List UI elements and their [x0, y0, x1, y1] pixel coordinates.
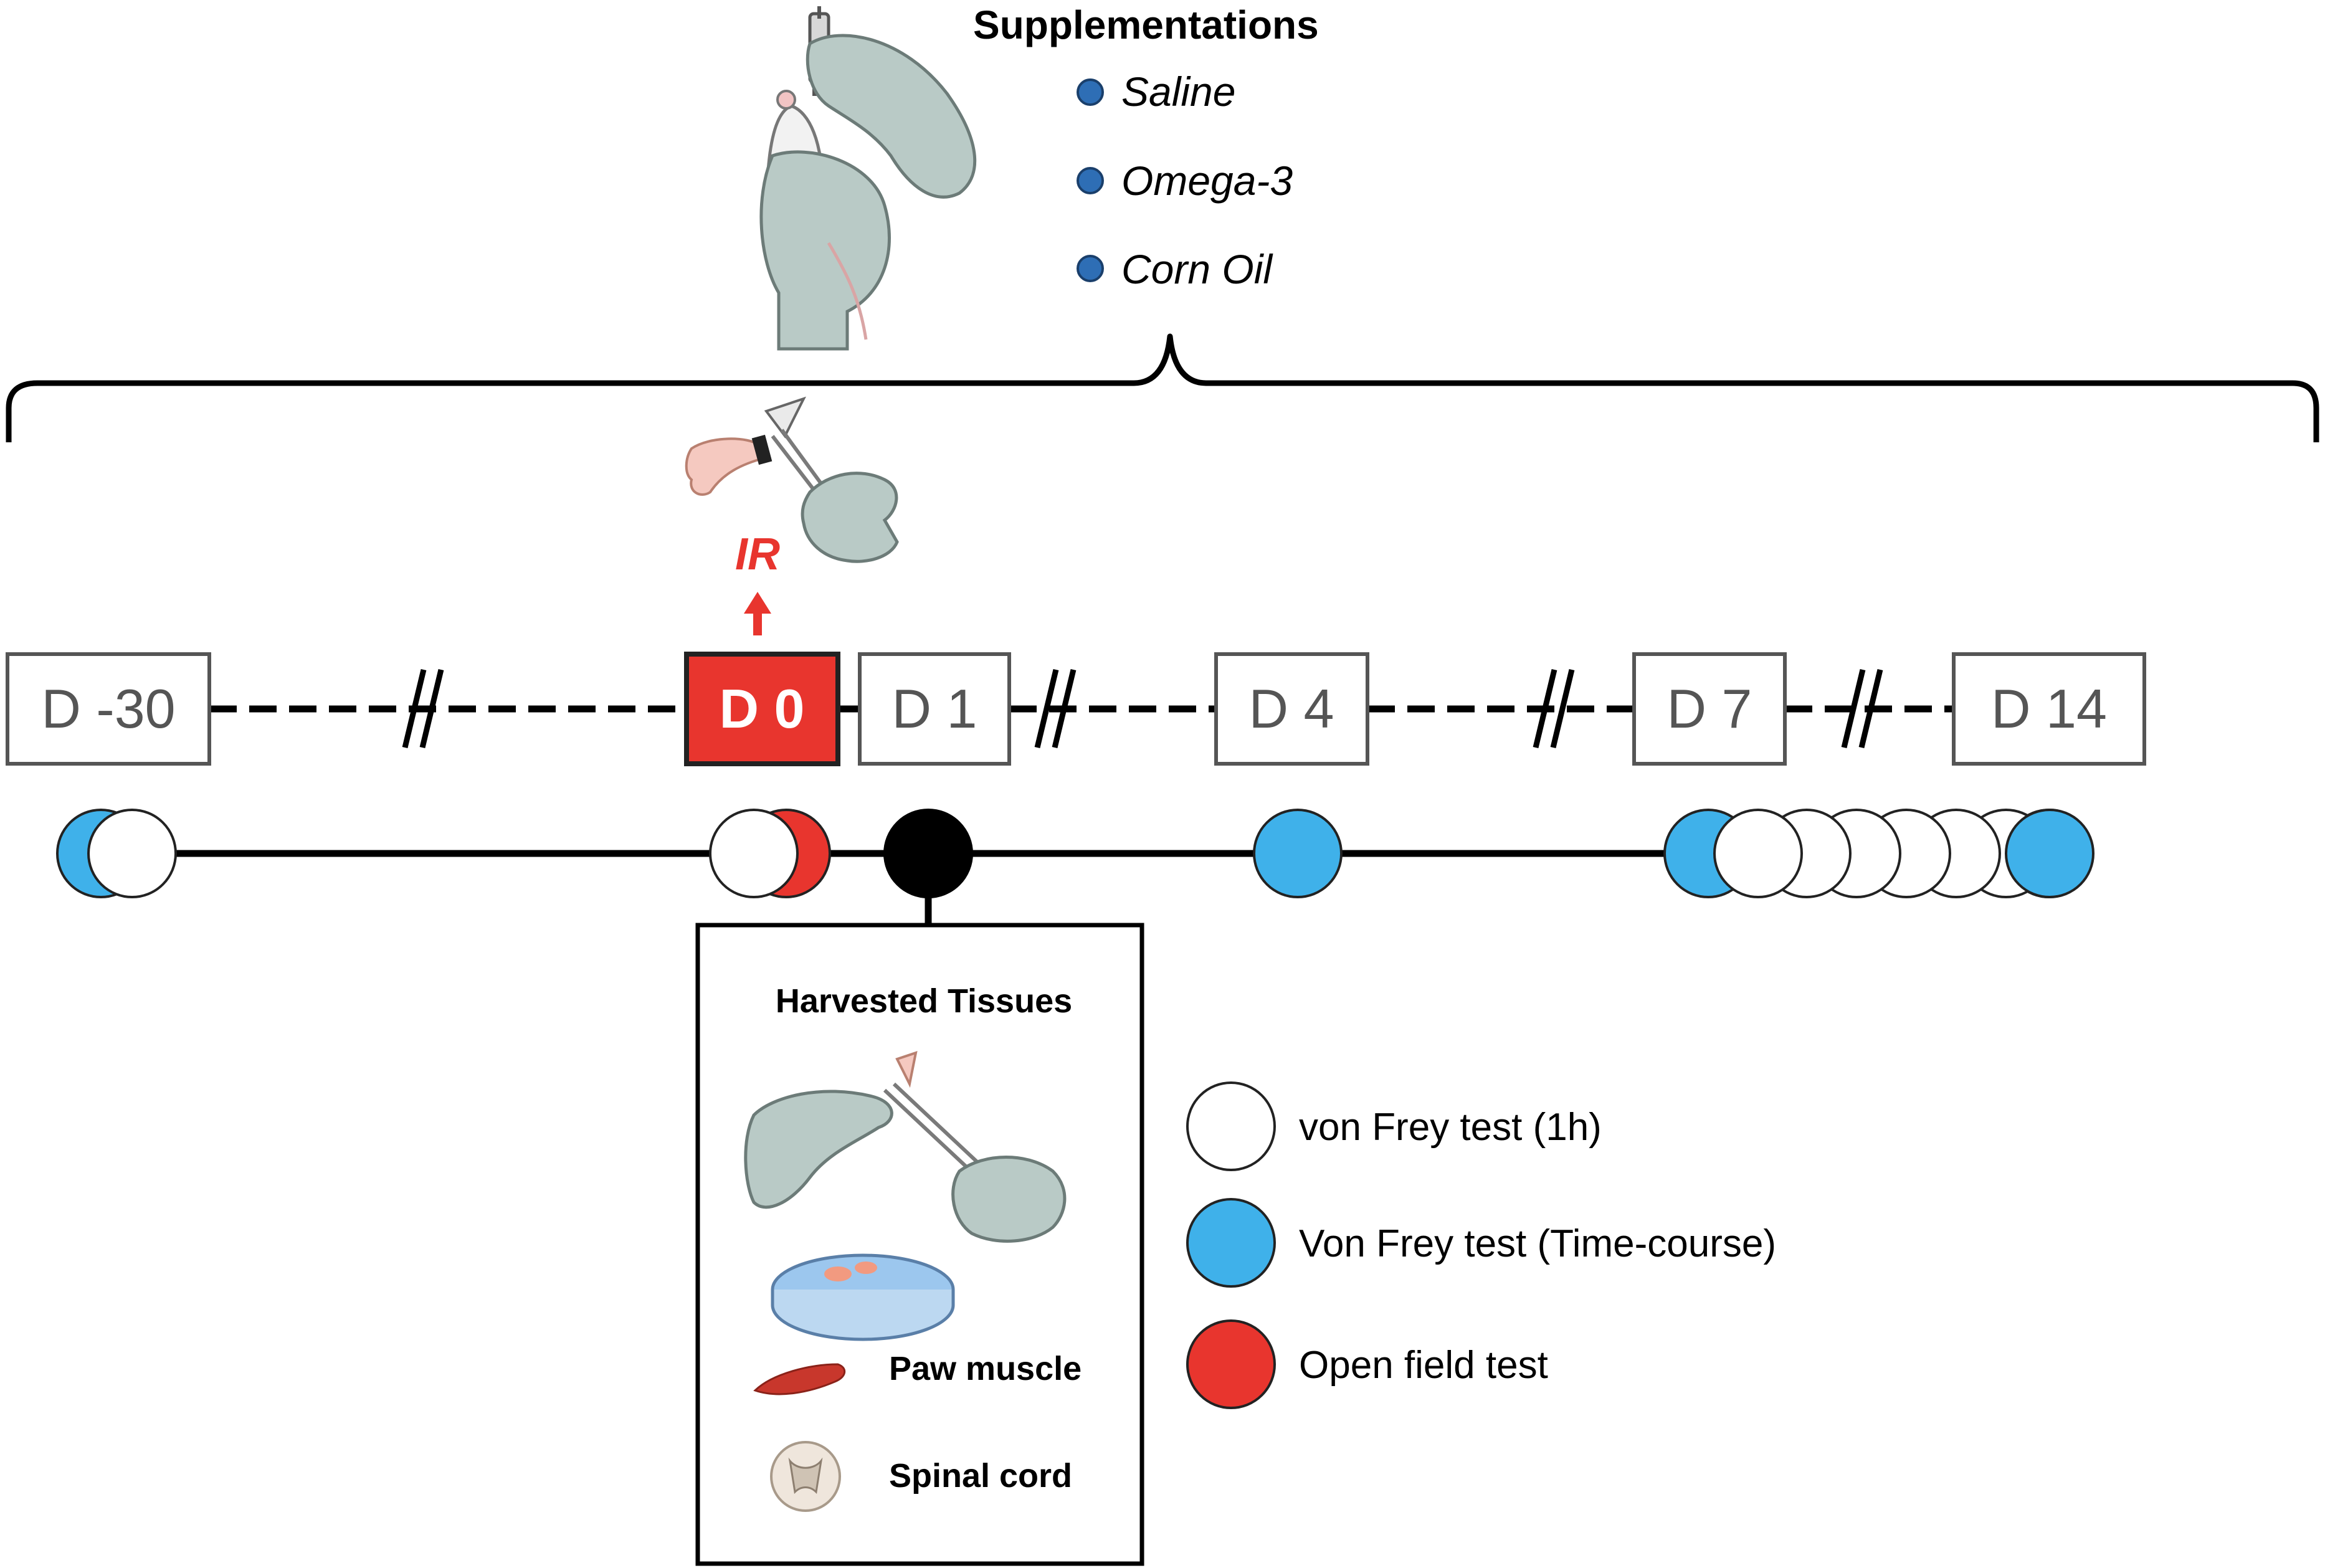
day-label: D 1	[892, 678, 977, 739]
supplementation-list: Saline Omega-3 Corn Oil	[1077, 69, 1293, 292]
day-label: D 0	[720, 678, 805, 739]
legend-swatch	[1186, 1198, 1276, 1288]
day-box-d7: D 7	[1632, 652, 1787, 766]
legend-label: Open field test	[1299, 1344, 1548, 1387]
legend: von Frey test (1h) Von Frey test (Time-c…	[1186, 1081, 1776, 1409]
legend-swatch	[1186, 1319, 1276, 1409]
day-label: D 7	[1667, 678, 1752, 739]
marker-time-course	[1253, 809, 1343, 898]
day-box-d1: D 1	[858, 652, 1011, 766]
legend-label: Von Frey test (Time-course)	[1299, 1222, 1776, 1265]
supplement-bullet-icon	[1077, 255, 1104, 282]
marker-von-frey-1h	[87, 809, 177, 898]
supplement-bullet-icon	[1077, 78, 1104, 106]
marker-series-d7-d14	[1663, 809, 2094, 898]
day-label: D 4	[1249, 678, 1334, 739]
day-label: D 14	[1991, 678, 2107, 739]
legend-swatch	[1186, 1081, 1276, 1171]
supplement-item-omega-3: Omega-3	[1121, 158, 1293, 204]
supplement-item-corn-oil: Corn Oil	[1121, 246, 1273, 292]
tissue-label: Spinal cord	[889, 1457, 1072, 1494]
tissue-label: Paw muscle	[889, 1350, 1082, 1387]
harvest-box	[695, 923, 1144, 1566]
legend-item-open-field: Open field test	[1186, 1319, 1548, 1409]
timeline-break-icons	[402, 668, 1883, 749]
legend-label: von Frey test (1h)	[1299, 1106, 1602, 1149]
day-box-d14: D 14	[1952, 652, 2146, 766]
tissue-paw-muscle: Paw muscle	[753, 1350, 1082, 1395]
harvest-title: Harvested Tissues	[776, 982, 1072, 1020]
tissue-spinal-cord: Spinal cord	[770, 1441, 1072, 1512]
ischemia-reperfusion-illustration	[685, 396, 899, 563]
legend-item-von-frey-1h: von Frey test (1h)	[1186, 1081, 1602, 1171]
supplementations-title: Supplementations	[973, 2, 1319, 47]
muscle-icon	[753, 1363, 846, 1395]
marker-harvest	[883, 809, 973, 898]
ir-arrow-icon	[744, 592, 771, 635]
supplementation-brace	[6, 333, 2319, 442]
day-box-d-30: D -30	[6, 652, 211, 766]
marker-von-frey-1h	[709, 809, 799, 898]
ir-label: IR	[735, 530, 780, 579]
gavage-illustration	[759, 6, 977, 351]
day-box-d0: D 0	[684, 652, 840, 766]
dissection-illustration	[744, 1051, 1067, 1341]
day-box-d4: D 4	[1214, 652, 1369, 766]
supplement-bullet-icon	[1077, 167, 1104, 194]
day-label: D -30	[41, 678, 175, 739]
legend-item-von-frey-time-course: Von Frey test (Time-course)	[1186, 1198, 1776, 1288]
supplement-item-saline: Saline	[1121, 69, 1235, 115]
